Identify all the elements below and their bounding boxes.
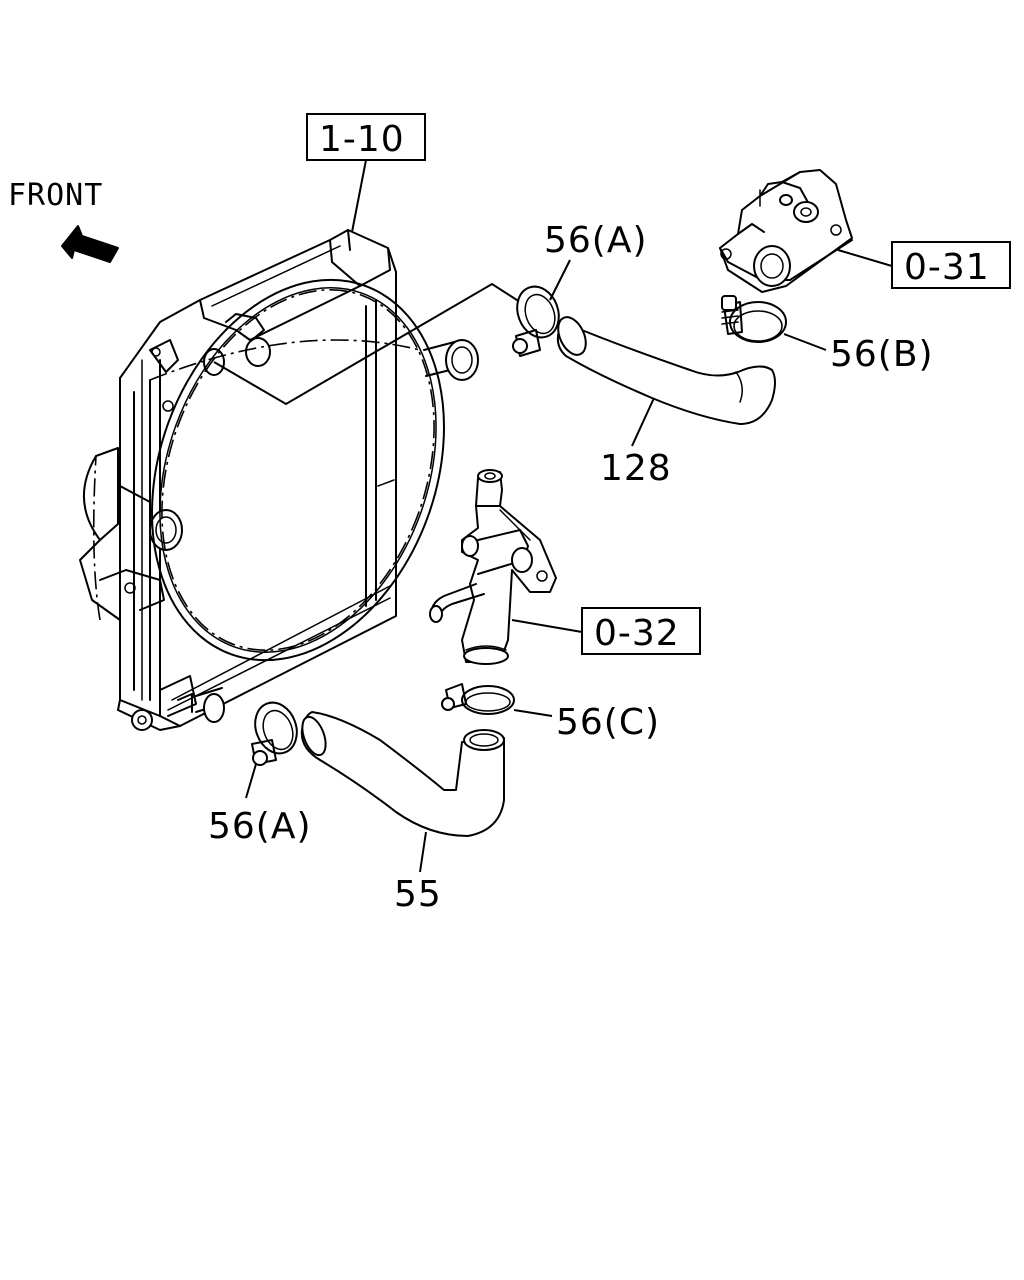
front-arrow-icon <box>61 225 119 263</box>
thermostat-ref-label: 0-31 <box>904 247 990 288</box>
clamp-a-lower-leader <box>245 763 257 799</box>
thermostat-ref-leader <box>837 249 893 267</box>
thermostat-housing <box>719 169 853 293</box>
upper-clamp-label: 56(A) <box>544 220 648 261</box>
pump-ref-box <box>581 607 701 655</box>
lower-hose-clamp <box>251 701 298 766</box>
clamp-b-leader <box>783 333 827 351</box>
lower-radiator-hose <box>300 711 505 837</box>
pump-ref-label: 0-32 <box>594 613 680 654</box>
thermostat-ref-box <box>891 241 1011 289</box>
pump-clamp <box>441 683 515 715</box>
lower-clamp-label: 56(A) <box>208 806 312 847</box>
upper-hose-leader <box>631 397 655 447</box>
upper-hose-label: 128 <box>600 448 672 489</box>
water-pump-outlet <box>429 469 557 665</box>
pump-clamp-label: 56(C) <box>556 702 660 743</box>
clamp-c-leader <box>513 709 553 717</box>
upper-hose-clamp <box>512 285 560 357</box>
radiator-ref-label: 1-10 <box>319 119 405 160</box>
lower-hose-leader <box>419 831 427 873</box>
fan-shroud <box>92 278 445 662</box>
thermostat-clamp <box>721 295 787 343</box>
thermostat-clamp-label: 56(B) <box>830 334 934 375</box>
lower-hose-label: 55 <box>394 874 442 915</box>
front-label: FRONT <box>8 178 103 213</box>
radiator-assembly <box>79 229 479 731</box>
upper-hose-assembly-leader <box>213 282 521 406</box>
upper-radiator-hose <box>556 316 776 425</box>
radiator-ref-box <box>306 113 426 161</box>
pump-ref-leader <box>511 619 583 633</box>
clamp-a-upper-leader <box>549 259 571 301</box>
radiator-ref-leader <box>351 159 367 233</box>
